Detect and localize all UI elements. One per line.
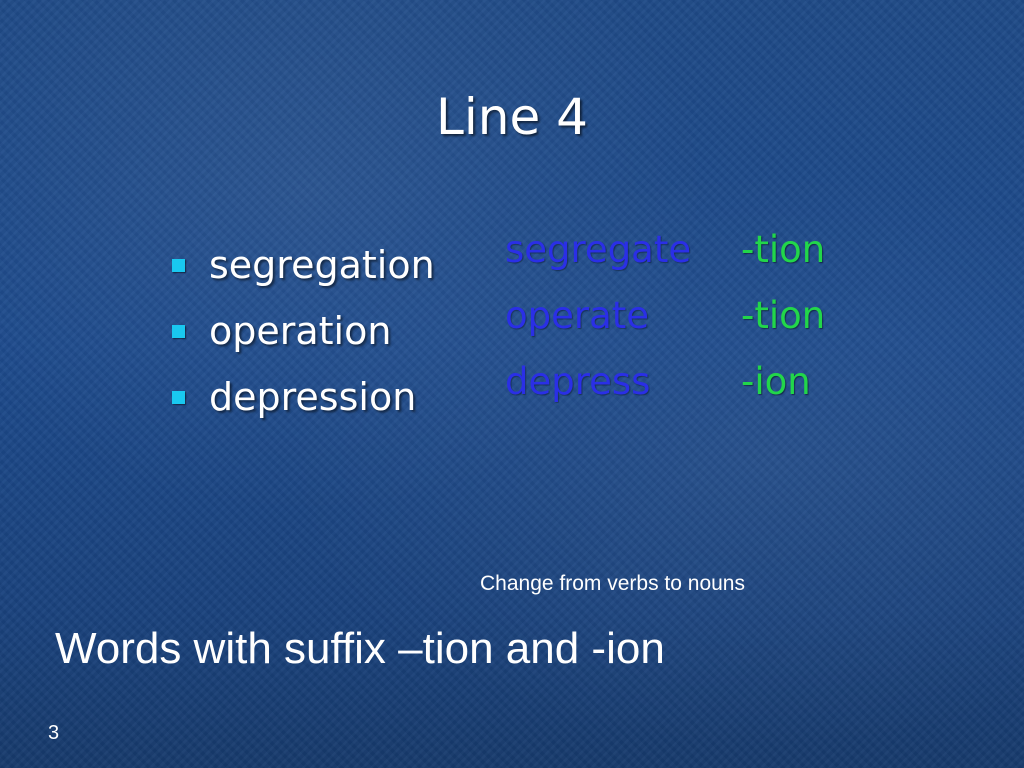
square-bullet-icon [172,390,185,404]
page-number: 3 [48,722,60,744]
bullet-item: depression [172,364,435,430]
bullet-text: segregation [209,243,435,287]
bullet-text: depression [209,375,417,419]
footer-text: Words with suffix –tion and -ion [55,624,665,673]
bullet-text: operation [209,309,392,353]
bullet-list: segregation operation depression [172,232,435,430]
suffix-word: -ion [741,359,811,403]
word-breakdown: segregate -tion operate -tion depress -i… [505,216,825,414]
verb-word: operate [505,293,650,337]
word-row: operate -tion [505,282,825,348]
note-text: Change from verbs to nouns [480,572,745,595]
word-row: segregate -tion [505,216,825,282]
square-bullet-icon [172,258,185,272]
verb-word: segregate [505,227,692,271]
bullet-item: operation [172,298,435,364]
bullet-item: segregation [172,232,435,298]
square-bullet-icon [172,324,185,338]
suffix-word: -tion [741,293,826,337]
slide-title: Line 4 [436,88,588,146]
suffix-word: -tion [741,227,826,271]
verb-word: depress [505,359,651,403]
word-row: depress -ion [505,348,825,414]
